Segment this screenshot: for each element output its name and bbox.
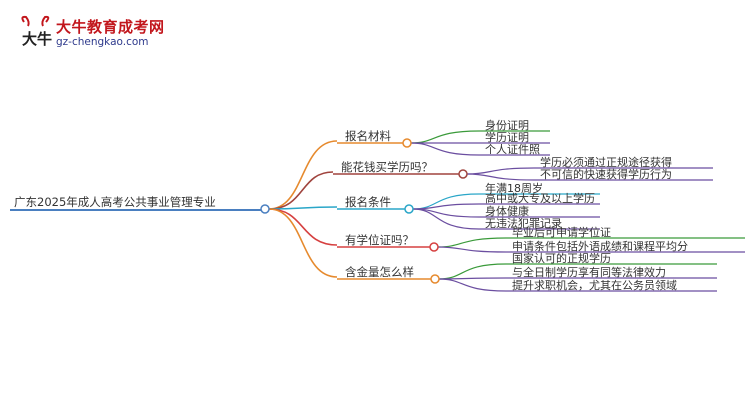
root-connector-dot	[260, 204, 270, 214]
leaf-link	[437, 237, 507, 248]
branch-link	[268, 208, 338, 246]
leaf-link	[438, 263, 507, 280]
branch-link	[268, 206, 338, 210]
leaf-label: 国家认可的正规学历	[512, 251, 611, 265]
leaf-link	[466, 167, 535, 175]
branch-connector-dot	[429, 242, 439, 252]
branch-connector-dot	[430, 274, 440, 284]
branch-label: 能花钱买学历吗？	[341, 160, 433, 174]
branch-connector-dot	[404, 204, 414, 214]
logo-title: 大牛教育成考网	[56, 18, 165, 36]
branch-connector-dot	[402, 138, 412, 148]
branch-label: 报名条件	[345, 195, 391, 209]
leaf-label: 无违法犯罪记录	[485, 216, 562, 230]
branch-connector-dot	[458, 169, 468, 179]
branch-label: 报名材料	[345, 129, 391, 143]
branch-link	[268, 171, 334, 210]
logo-mark-text: 大牛	[22, 30, 52, 48]
branch-label: 含金量怎么样	[345, 265, 414, 279]
branch-link	[268, 140, 338, 210]
leaf-link	[466, 173, 535, 181]
branch-link	[268, 208, 338, 278]
leaf-label: 学历证明	[485, 130, 529, 144]
bull-logo-icon: 大牛	[21, 15, 52, 48]
site-logo[interactable]: 大牛 大牛教育成考网 gz-chengkao.com	[18, 14, 188, 54]
leaf-label: 个人证件照	[485, 143, 540, 156]
leaf-label: 与全日制学历享有同等法律效力	[512, 265, 666, 279]
mindmap-links	[10, 130, 745, 292]
leaf-link	[412, 203, 480, 210]
leaf-link	[438, 278, 507, 292]
root-node-label: 广东2025年成人高考公共事业管理专业	[14, 195, 216, 209]
leaf-link	[410, 130, 480, 144]
leaf-link	[437, 246, 507, 253]
leaf-label: 高中或大专及以上学历	[485, 191, 595, 205]
leaf-label: 申请条件包括外语成绩和课程平均分	[512, 239, 688, 253]
leaf-link	[412, 193, 480, 210]
leaf-label: 身体健康	[485, 204, 529, 218]
leaf-label: 学历必须通过正规途径获得	[540, 155, 672, 169]
leaf-label: 身份证明	[485, 118, 529, 132]
leaf-label: 不可信的快速获得学历行为	[540, 167, 672, 181]
leaf-label: 年满18周岁	[485, 181, 543, 195]
leaf-link	[410, 142, 480, 156]
logo-url: gz-chengkao.com	[56, 36, 149, 48]
leaf-link	[412, 208, 480, 230]
leaf-label: 提升求职机会，尤其在公务员领域	[512, 278, 677, 292]
leaf-label: 毕业后可申请学位证	[512, 225, 611, 239]
mindmap-nodes: 广东2025年成人高考公共事业管理专业 报名材料 身份证明学历证明个人证件照能花钱买…	[14, 118, 688, 292]
branch-label: 有学位证吗？	[345, 233, 414, 247]
